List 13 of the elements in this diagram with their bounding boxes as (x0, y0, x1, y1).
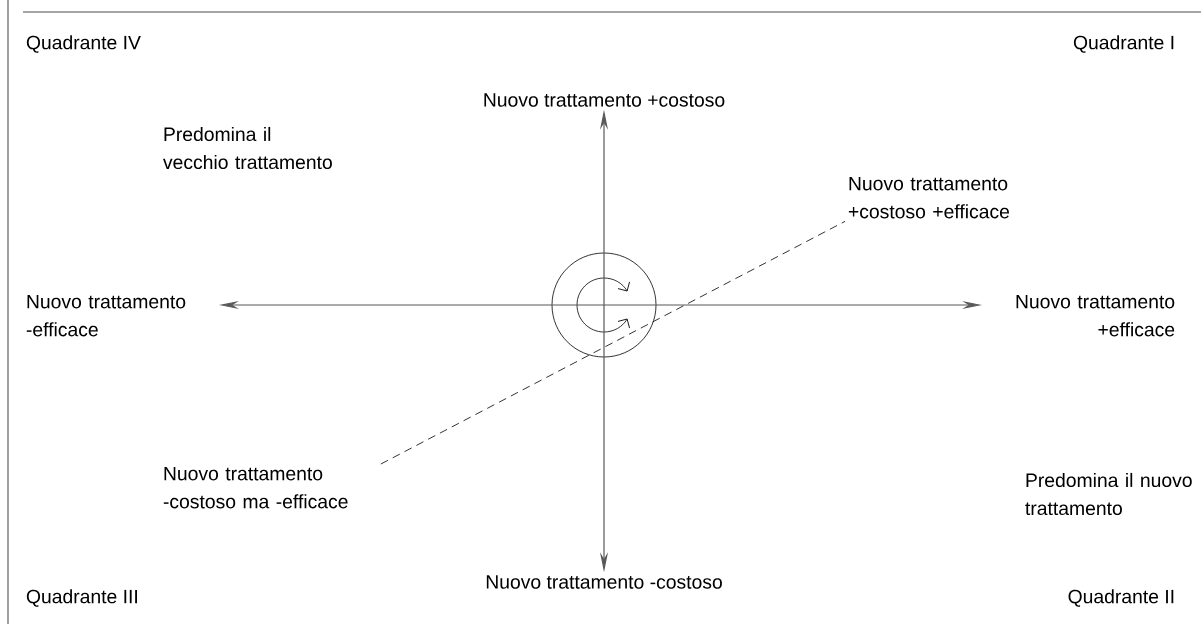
axis-label: Nuovo trattamento +costoso +efficace (848, 176, 1010, 219)
axis-label: Nuovo trattamento -costoso ma -efficace (163, 466, 348, 509)
quadrant-label: Quadrante II (1068, 589, 1174, 607)
axis-label: Nuovo trattamento +costoso (484, 93, 725, 107)
dashed-line (380, 220, 846, 465)
quadrant-note: Predomina il nuovo trattamento (1025, 472, 1192, 516)
quadrant-label: Quadrante IV (26, 35, 141, 53)
quadrant-label: Quadrante III (26, 589, 137, 607)
axis-label: Nuovo trattamento +efficace (1016, 294, 1175, 337)
quadrant-label: Quadrante I (1073, 35, 1174, 53)
axis-label: Nuovo trattamento -efficace (26, 294, 186, 337)
axis-label: Nuovo trattamento -costoso (486, 575, 722, 589)
quadrant-note: Predomina il vecchio trattamento (163, 126, 332, 170)
